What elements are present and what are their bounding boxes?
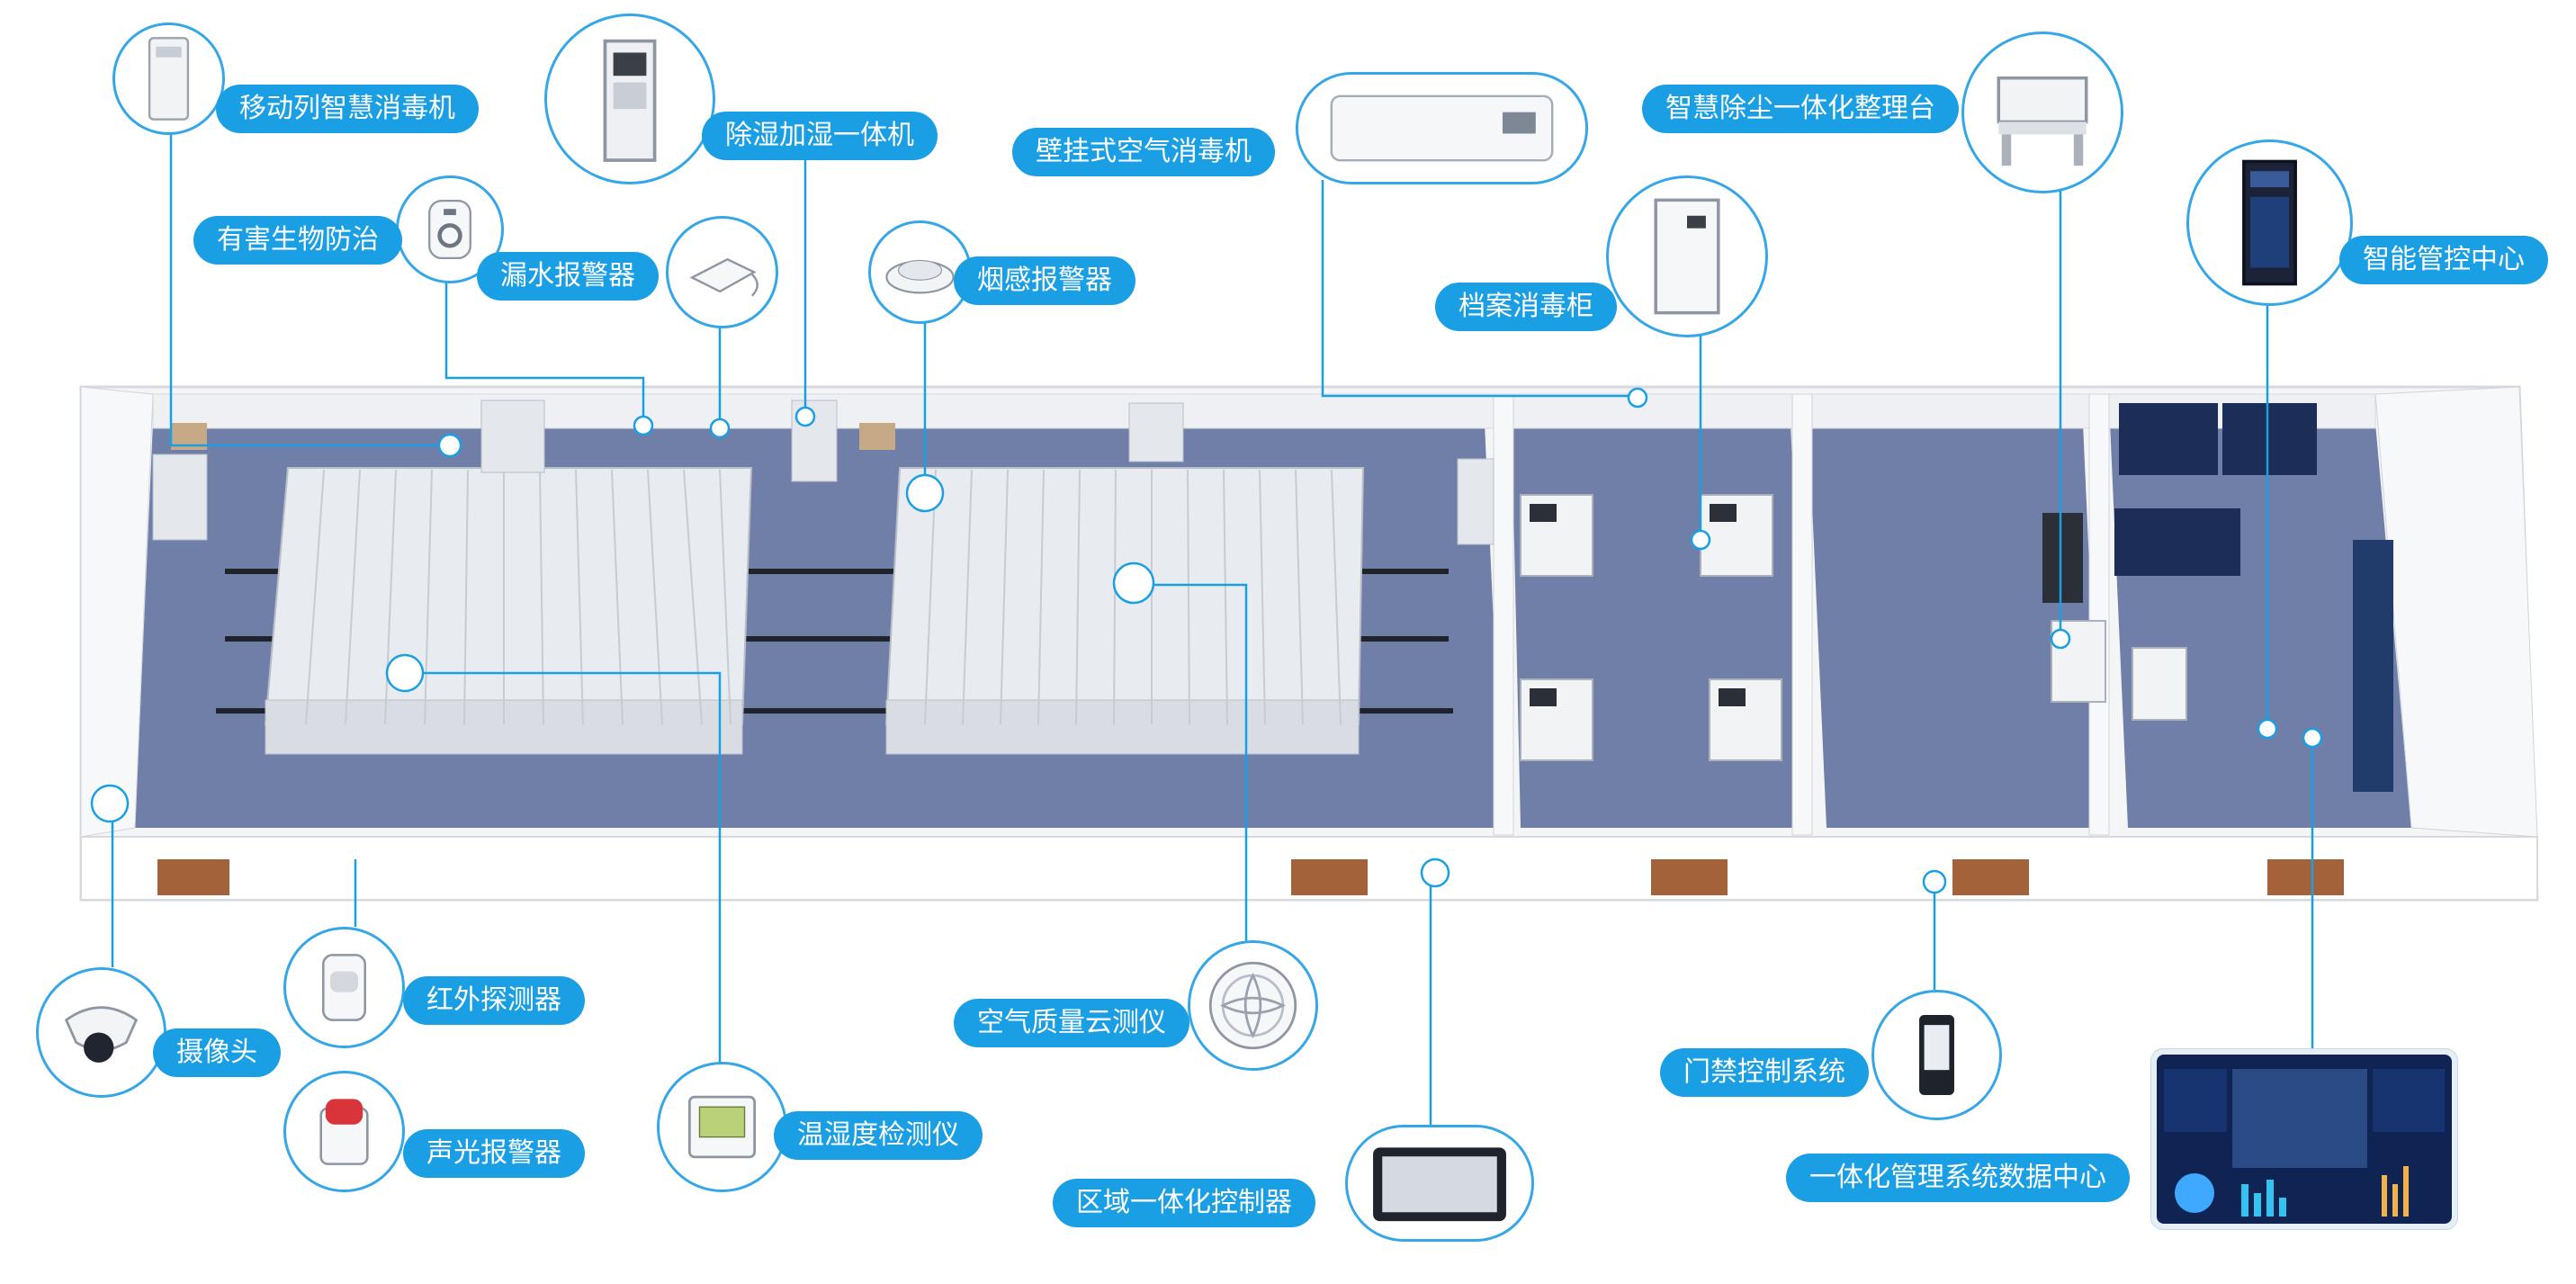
thermo-label: 温湿度检测仪 bbox=[774, 1111, 983, 1160]
thermo-hygrometer-icon bbox=[687, 1095, 757, 1159]
pest-repeller-icon bbox=[428, 199, 471, 260]
air-quality-label: 空气质量云测仪 bbox=[954, 999, 1189, 1047]
dashboard-icon bbox=[2157, 1055, 2452, 1224]
smoke-alarm-label: 烟感报警器 bbox=[954, 256, 1135, 305]
face-terminal-icon bbox=[1919, 1015, 1954, 1095]
mobile-sterilizer-label: 移动列智慧消毒机 bbox=[216, 85, 479, 133]
infrared-circle bbox=[283, 927, 405, 1048]
archive-cabinet-label: 档案消毒柜 bbox=[1435, 283, 1617, 331]
water-leak-circle bbox=[666, 216, 778, 328]
siren-label: 声光报警器 bbox=[403, 1129, 585, 1178]
pest-control-label: 有害生物防治 bbox=[193, 216, 402, 265]
camera-circle bbox=[36, 967, 166, 1098]
data-center-dashboard bbox=[2150, 1048, 2458, 1230]
air-monitor-icon bbox=[1208, 961, 1297, 1050]
mobile-sterilizer-circle bbox=[112, 22, 225, 135]
controller-circle bbox=[1345, 1125, 1534, 1242]
workstation-icon bbox=[1997, 76, 2088, 166]
smoke-detector-icon bbox=[885, 259, 955, 294]
tablet-icon bbox=[1373, 1147, 1506, 1222]
thermo-circle bbox=[657, 1062, 787, 1192]
access-label: 门禁控制系统 bbox=[1660, 1048, 1869, 1097]
siren-circle bbox=[283, 1071, 405, 1192]
wall-air-sterilizer-label: 壁挂式空气消毒机 bbox=[1012, 128, 1275, 176]
pir-sensor-icon bbox=[321, 954, 367, 1021]
dehumidifier-label: 除湿加湿一体机 bbox=[702, 112, 938, 160]
air-sterilizer-icon bbox=[1330, 94, 1554, 162]
infrared-label: 红外探测器 bbox=[403, 976, 585, 1025]
sterilizer-icon bbox=[148, 37, 190, 121]
camera-label: 摄像头 bbox=[153, 1028, 281, 1077]
air-quality-circle bbox=[1188, 940, 1318, 1071]
archive-cabinet-circle bbox=[1606, 175, 1768, 337]
dehumidifier-circle bbox=[544, 13, 715, 184]
dehumidifier-icon bbox=[603, 39, 657, 162]
water-leak-label: 漏水报警器 bbox=[477, 252, 659, 301]
control-center-label: 智能管控中心 bbox=[2339, 236, 2548, 284]
cabinet-icon bbox=[1654, 198, 1720, 315]
dust-station-label: 智慧除尘一体化整理台 bbox=[1642, 85, 1959, 133]
controller-label: 区域一体化控制器 bbox=[1053, 1179, 1315, 1227]
leak-sensor-icon bbox=[689, 257, 758, 297]
camera-icon bbox=[64, 1006, 139, 1063]
dust-station-circle bbox=[1961, 31, 2123, 193]
control-center-circle bbox=[2186, 139, 2353, 306]
server-rack-icon bbox=[2242, 159, 2297, 286]
access-circle bbox=[1871, 990, 2002, 1120]
wall-air-sterilizer-circle bbox=[1296, 72, 1588, 184]
data-center-label: 一体化管理系统数据中心 bbox=[1786, 1154, 2130, 1202]
siren-icon bbox=[319, 1099, 369, 1165]
